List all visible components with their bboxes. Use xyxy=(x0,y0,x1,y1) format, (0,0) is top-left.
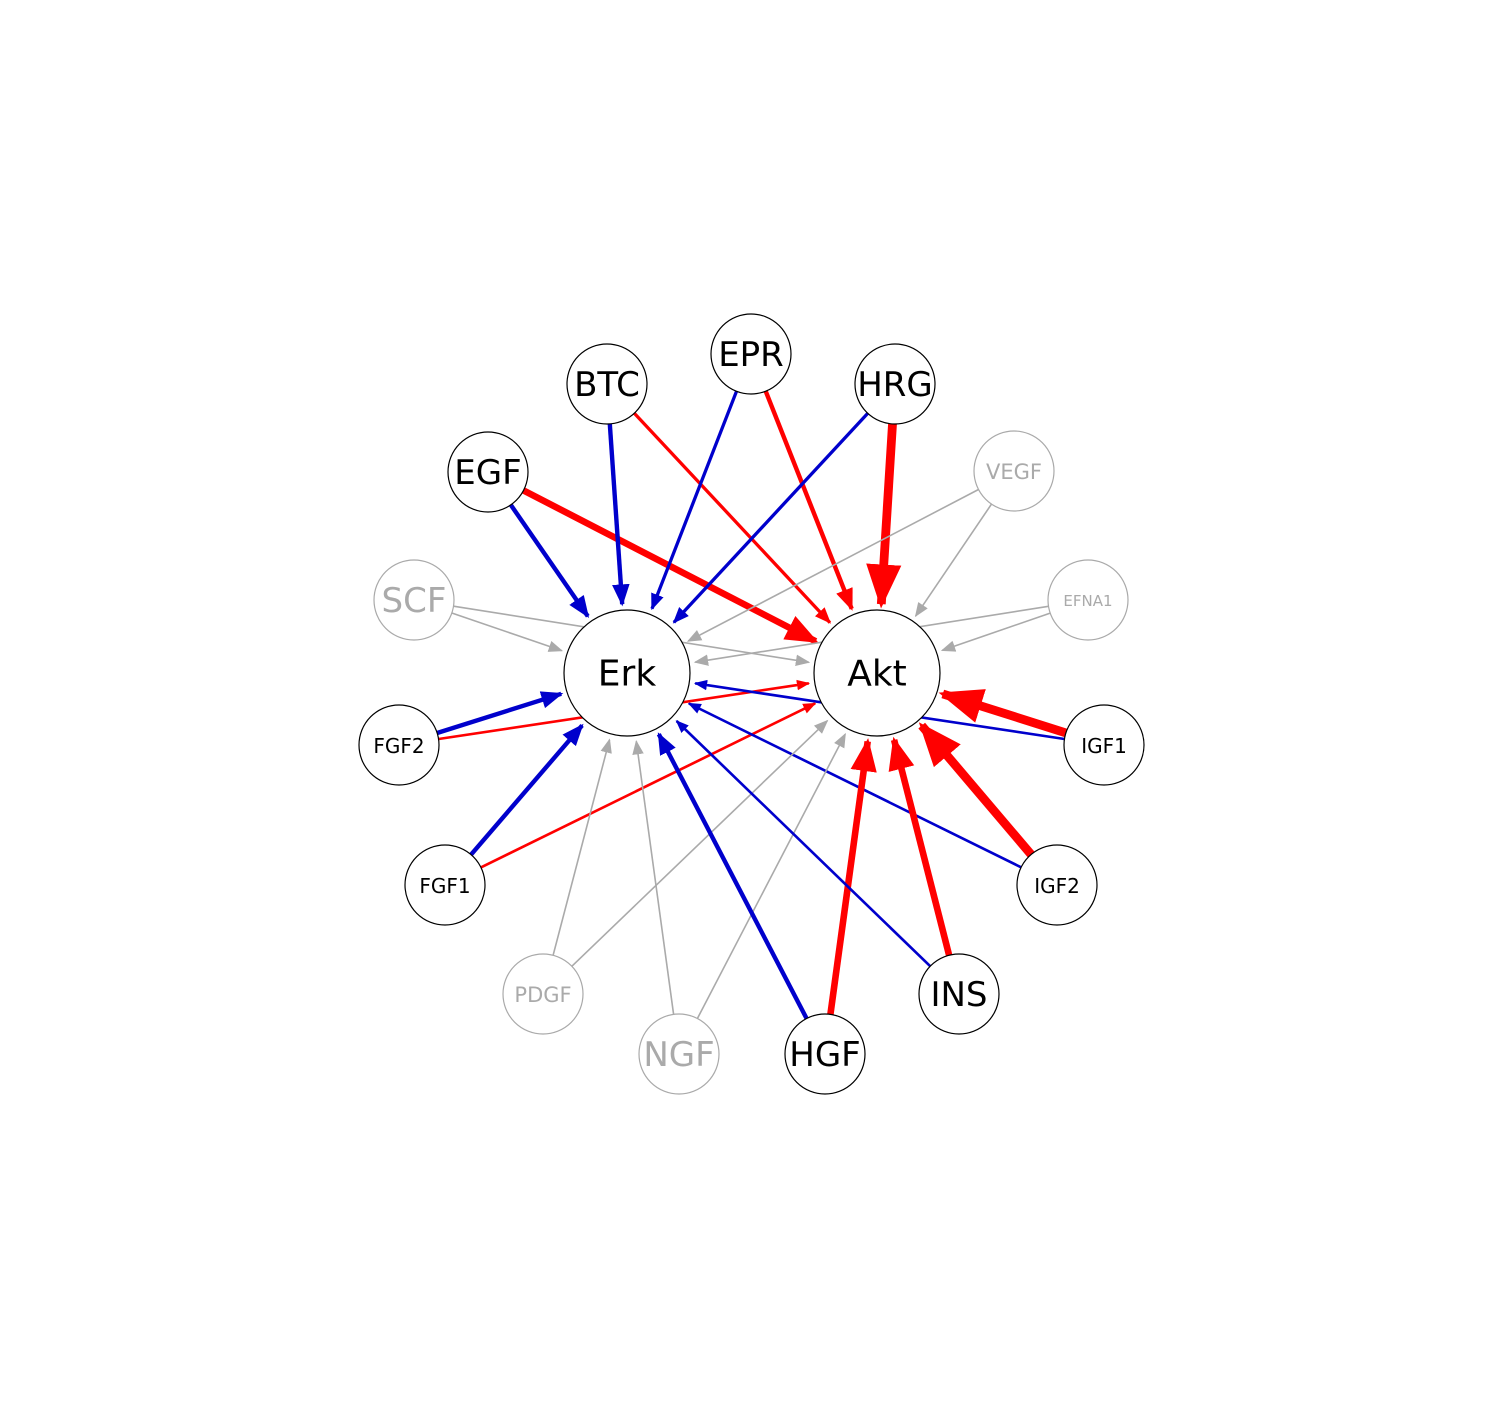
node-label-scf: SCF xyxy=(382,581,447,621)
node-label-pdgf: PDGF xyxy=(514,983,571,1007)
edge-vegf-to-erk xyxy=(686,488,979,642)
node-circle-fgf1 xyxy=(404,844,486,926)
edge-ins-to-akt xyxy=(888,736,953,957)
node-scf: SCF xyxy=(373,559,455,641)
node-label-akt: Akt xyxy=(847,654,907,695)
node-label-vegf: VEGF xyxy=(986,460,1042,484)
node-fgf2: FGF2 xyxy=(358,704,440,786)
edge-epr-to-akt xyxy=(763,390,854,611)
node-circle-egf xyxy=(447,431,529,513)
edge-igf2-to-erk xyxy=(687,702,1022,869)
node-label-hrg: HRG xyxy=(857,365,933,405)
edge-pdgf-to-akt xyxy=(571,719,829,967)
edge-pdgf-to-erk xyxy=(552,738,612,956)
node-label-igf1: IGF1 xyxy=(1081,734,1127,758)
edge-layer xyxy=(436,390,1068,1020)
edge-fgf1-to-akt xyxy=(480,702,817,869)
node-igf1: IGF1 xyxy=(1063,704,1145,786)
node-label-efna1: EFNA1 xyxy=(1063,592,1112,610)
node-circle-igf1 xyxy=(1063,704,1145,786)
edge-fgf2-to-erk xyxy=(436,691,564,736)
node-circle-btc xyxy=(566,343,648,425)
node-label-epr: EPR xyxy=(718,335,784,375)
edge-epr-to-erk xyxy=(650,390,739,611)
node-hgf: HGF xyxy=(784,1013,866,1095)
node-pdgf: PDGF xyxy=(502,953,584,1035)
edge-hrg-to-akt xyxy=(866,423,902,609)
edge-hgf-to-erk xyxy=(656,732,809,1020)
node-circle-hgf xyxy=(784,1013,866,1095)
node-egf: EGF xyxy=(447,431,529,513)
node-circle-efna1 xyxy=(1047,559,1129,641)
edge-ngf-to-erk xyxy=(632,739,675,1015)
node-label-hgf: HGF xyxy=(789,1035,860,1075)
node-btc: BTC xyxy=(566,343,648,425)
node-akt: Akt xyxy=(813,609,941,737)
node-label-fgf1: FGF1 xyxy=(419,874,470,898)
node-label-btc: BTC xyxy=(574,365,640,405)
edge-vegf-to-akt xyxy=(914,503,993,618)
edge-ngf-to-akt xyxy=(696,732,846,1019)
node-circle-fgf2 xyxy=(358,704,440,786)
node-label-ins: INS xyxy=(930,975,987,1015)
node-circle-pdgf xyxy=(502,953,584,1035)
node-efna1: EFNA1 xyxy=(1047,559,1129,641)
node-epr: EPR xyxy=(710,313,792,395)
node-circle-hrg xyxy=(854,343,936,425)
node-vegf: VEGF xyxy=(973,430,1055,512)
node-label-igf2: IGF2 xyxy=(1034,874,1080,898)
node-circle-vegf xyxy=(973,430,1055,512)
node-hrg: HRG xyxy=(854,343,936,425)
edge-hrg-to-erk xyxy=(672,412,870,624)
node-fgf1: FGF1 xyxy=(404,844,486,926)
node-circle-ngf xyxy=(638,1013,720,1095)
edge-btc-to-akt xyxy=(633,412,832,624)
node-ins: INS xyxy=(918,953,1000,1035)
edge-efna1-to-akt xyxy=(940,612,1051,652)
node-circle-akt xyxy=(813,609,941,737)
node-circle-erk xyxy=(563,609,691,737)
node-circle-igf2 xyxy=(1016,844,1098,926)
edge-ins-to-erk xyxy=(675,720,932,968)
edge-btc-to-erk xyxy=(607,423,630,607)
node-circle-epr xyxy=(710,313,792,395)
node-label-egf: EGF xyxy=(454,453,521,493)
node-label-fgf2: FGF2 xyxy=(373,734,424,758)
node-igf2: IGF2 xyxy=(1016,844,1098,926)
edge-egf-to-erk xyxy=(508,503,590,619)
node-circle-scf xyxy=(373,559,455,641)
edge-igf2-to-akt xyxy=(918,722,1035,858)
node-ngf: NGF xyxy=(638,1013,720,1095)
node-label-ngf: NGF xyxy=(643,1035,714,1075)
node-label-erk: Erk xyxy=(598,654,657,695)
node-erk: Erk xyxy=(563,609,691,737)
edge-scf-to-erk xyxy=(451,612,564,652)
edge-igf1-to-akt xyxy=(938,689,1068,738)
node-circle-ins xyxy=(918,953,1000,1035)
edge-hgf-to-akt xyxy=(827,738,877,1015)
edge-fgf1-to-erk xyxy=(469,723,584,857)
